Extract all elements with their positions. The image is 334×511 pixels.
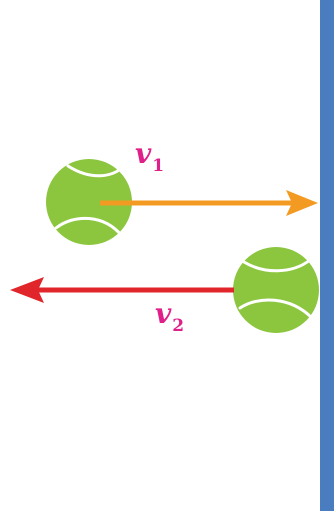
ball-seam — [54, 216, 124, 238]
ball-seam — [66, 164, 126, 178]
ball-body — [46, 159, 132, 245]
wall — [320, 0, 334, 511]
arrow-head — [286, 190, 318, 216]
label-v2: v2 — [155, 300, 184, 335]
arrow-head — [10, 277, 44, 303]
label-v1: v1 — [135, 140, 164, 175]
label-v2-subscript: 2 — [172, 316, 185, 336]
label-v2-symbol: v — [155, 297, 172, 330]
label-v1-subscript: 1 — [152, 156, 165, 176]
tennis-ball-incoming — [46, 159, 132, 245]
ball-seam — [242, 258, 312, 273]
arrow-incoming — [100, 190, 318, 216]
tennis-ball-rebound — [233, 247, 319, 333]
label-v1-symbol: v — [135, 137, 152, 170]
ball-seam — [238, 298, 314, 320]
ball-body — [233, 247, 319, 333]
arrow-rebound — [10, 277, 234, 303]
